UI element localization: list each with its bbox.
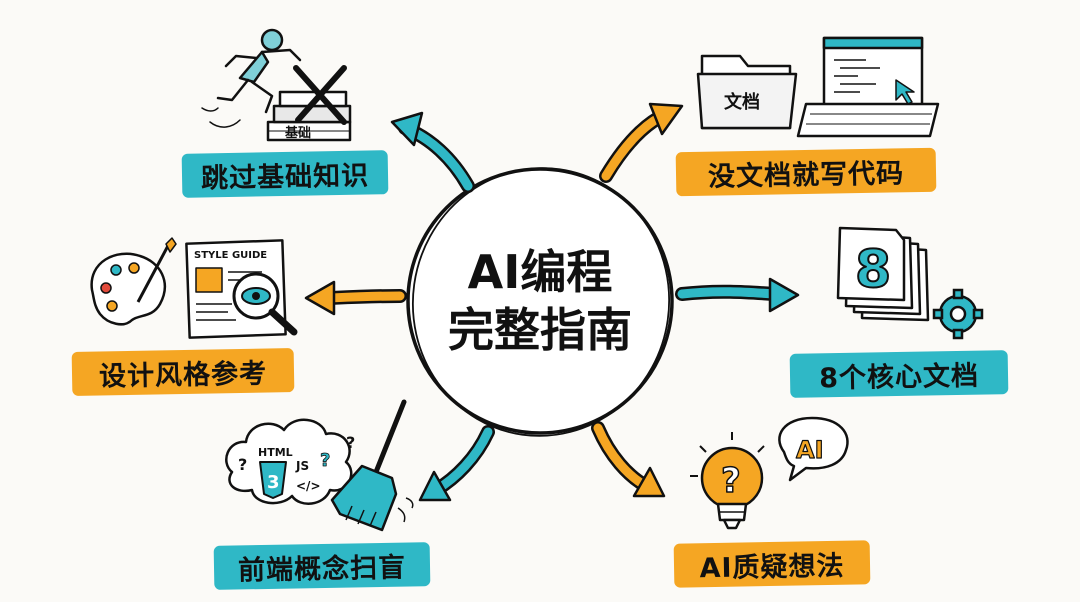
frontend-cloud-illustration: HTML 3 JS </> ? ? ? <box>226 402 412 530</box>
doc-stack-icon: 8 <box>838 228 928 320</box>
question-mark: ? <box>238 455 247 474</box>
style-guide-text: STYLE GUIDE <box>194 250 267 261</box>
label-ai-question: AI质疑想法 <box>674 540 871 587</box>
books-icon: 基础 <box>268 68 350 141</box>
runner-books-illustration: 基础 <box>202 30 350 141</box>
label-core-docs: 8个核心文档 <box>790 350 1009 398</box>
palette-icon <box>92 238 176 324</box>
code-tag-label: </> <box>296 479 321 493</box>
html-label: HTML <box>258 446 293 459</box>
arrow-no-docs <box>606 104 682 176</box>
bulb-question: ? <box>721 461 741 501</box>
arrow-frontend <box>420 432 488 500</box>
book-label: 基础 <box>284 125 311 141</box>
folder-label: 文档 <box>724 91 760 113</box>
question-mark: ? <box>346 433 355 452</box>
arrow-skip-basics <box>392 113 468 186</box>
center-title: AI编程 完整指南 <box>405 196 675 406</box>
core-docs-illustration: 8 <box>838 228 982 338</box>
style-guide-illustration: STYLE GUIDE <box>92 238 294 338</box>
label-no-docs: 没文档就写代码 <box>676 148 937 197</box>
svg-text:3: 3 <box>267 472 280 493</box>
folder-icon: 文档 <box>698 56 796 128</box>
label-frontend: 前端概念扫盲 <box>214 542 431 590</box>
speech-bubble-icon: AI <box>779 418 847 480</box>
cloud-icon: HTML 3 JS </> ? ? ? <box>226 420 355 504</box>
label-style-ref: 设计风格参考 <box>72 348 295 396</box>
bubble-ai-text: AI <box>796 436 824 464</box>
ai-idea-illustration: ? AI <box>690 418 848 528</box>
js-label: JS <box>295 459 309 473</box>
docs-laptop-illustration: 文档 <box>698 38 938 136</box>
arrow-style-ref <box>306 282 400 314</box>
lightbulb-icon: ? <box>690 432 764 528</box>
label-skip-basics: 跳过基础知识 <box>182 150 389 198</box>
gear-icon <box>934 290 982 338</box>
center-title-line1: AI编程 <box>468 243 613 301</box>
arrow-ai-question <box>598 428 664 496</box>
laptop-icon <box>798 38 938 136</box>
question-mark: ? <box>320 450 330 471</box>
doc-number: 8 <box>855 240 891 300</box>
center-title-line2: 完整指南 <box>448 301 632 359</box>
arrow-core-docs <box>682 279 798 311</box>
